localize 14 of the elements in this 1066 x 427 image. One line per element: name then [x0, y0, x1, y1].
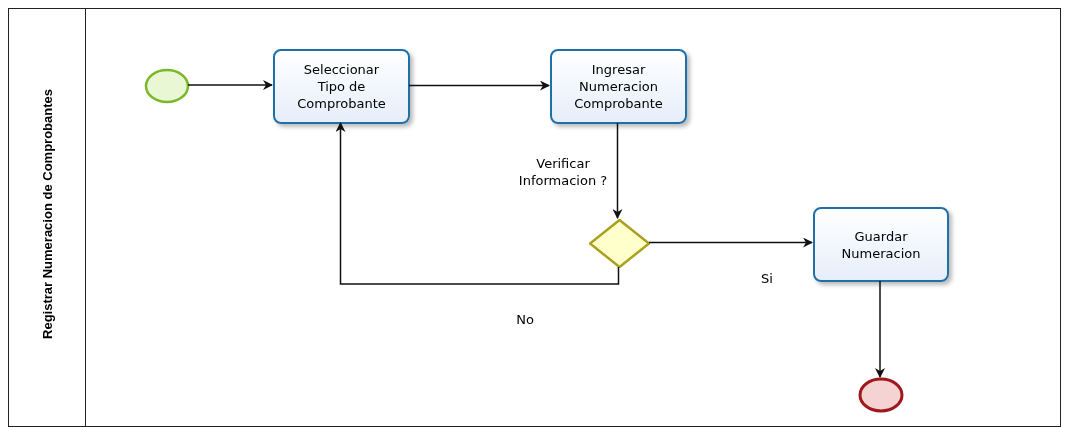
swimlane-pool: [8, 8, 1061, 427]
sequence-arrow: [335, 122, 620, 285]
sequence-arrow: [648, 237, 813, 248]
start-event-circle: [144, 68, 190, 104]
gateway-diamond: [589, 219, 650, 268]
sequence-arrow: [875, 280, 885, 378]
sequence-arrow: [612, 122, 623, 219]
end-event-circle: [858, 377, 904, 413]
task-box: Ingresar Numeracion Comprobante: [550, 49, 687, 124]
sequence-arrow: [408, 80, 550, 91]
task-box: Seleccionar Tipo de Comprobante: [273, 49, 410, 124]
lane-title: Registrar Numeracion de Comprobantes: [39, 89, 55, 339]
sequence-arrow: [187, 80, 273, 90]
task-box: Guardar Numeracion: [813, 207, 949, 282]
